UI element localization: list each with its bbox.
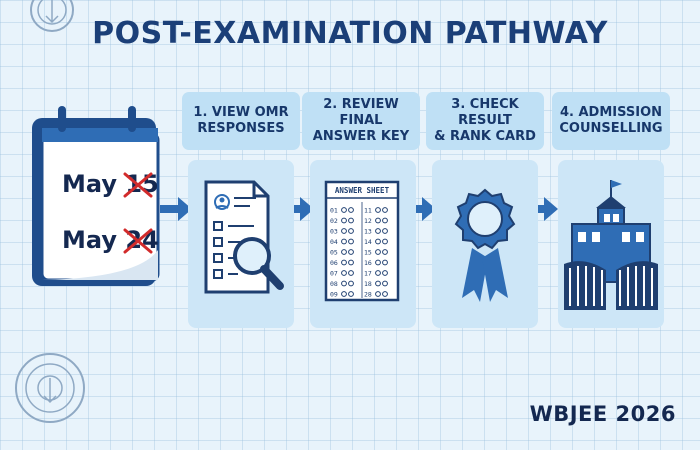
answer-sheet-icon: ANSWER SHEET 01 02 03 04 05 06 07 08 09 11 12 13 14 1…: [324, 180, 400, 302]
answer-bubble: [341, 291, 347, 297]
step-title-line: COUNSELLING: [559, 121, 663, 136]
month-label: May: [62, 170, 126, 198]
board-seal-icon: [30, 0, 74, 32]
revised-date-line: May 24: [62, 226, 182, 254]
step-title-line: 2. REVIEW FINAL: [323, 96, 399, 128]
step-card-result: [432, 160, 538, 328]
answer-bubble: [348, 259, 354, 266]
original-date-line: May 15: [62, 170, 182, 198]
answer-bubble: [382, 280, 388, 287]
step-title-line: & RANK CARD: [434, 129, 536, 145]
answer-bubble: [348, 280, 354, 287]
answer-bubble: [382, 228, 388, 234]
step-title-line: ANSWER KEY: [312, 129, 410, 145]
answer-bubble: [375, 249, 381, 255]
answer-bubble: [348, 249, 354, 255]
cancelled-date: 24: [123, 226, 159, 254]
answer-bubble: [382, 249, 388, 255]
cross-mark-icon: [123, 172, 153, 198]
answer-bubble: [375, 238, 381, 245]
question-number: 12: [364, 217, 372, 225]
question-number: 11: [364, 207, 372, 215]
answer-bubble: [348, 228, 354, 234]
answer-bubble: [382, 259, 388, 266]
question-number: 05: [330, 249, 338, 257]
cancelled-day: 24: [125, 226, 159, 254]
answer-bubble: [375, 291, 381, 297]
step-label-result: 3. CHECK RESULT& RANK CARD: [426, 92, 544, 150]
question-number: 14: [364, 238, 372, 246]
question-number: 09: [330, 291, 338, 299]
college-building-icon: [564, 180, 658, 310]
answer-bubble: [375, 207, 381, 213]
page-title: POST-EXAMINATION PATHWAY: [92, 16, 608, 51]
flow-arrow-icon: [404, 197, 436, 221]
question-number: 02: [330, 217, 338, 225]
question-number: 06: [330, 259, 338, 267]
answer-bubble: [382, 217, 388, 224]
board-seal-icon: [15, 353, 85, 423]
flow-arrow-icon: [282, 197, 314, 221]
month-label: May: [62, 226, 126, 254]
answer-bubble: [382, 291, 388, 297]
question-number: 28: [364, 291, 372, 299]
answer-bubble: [382, 238, 388, 245]
answer-bubble: [341, 270, 347, 276]
answer-bubble: [348, 217, 354, 224]
question-number: 01: [330, 207, 338, 215]
answer-bubble: [382, 270, 388, 276]
flow-arrow-icon: [160, 197, 192, 221]
question-number: 18: [364, 280, 372, 288]
answer-bubble: [375, 217, 381, 224]
answer-sheet-heading: ANSWER SHEET: [335, 186, 390, 195]
step-card-counselling: [558, 160, 664, 328]
cancelled-date: 15: [123, 170, 159, 198]
step-title-line: RESPONSES: [197, 121, 285, 136]
step-card-answer-key: ANSWER SHEET 01 02 03 04 05 06 07 08 09 11 12 13 14 1…: [310, 160, 416, 328]
step-card-view-omr: [188, 160, 294, 328]
answer-bubble: [348, 291, 354, 297]
answer-bubble: [375, 270, 381, 276]
answer-bubble: [341, 228, 347, 234]
exam-date-calendar: May 15 May 24: [28, 100, 160, 290]
question-number: 08: [330, 280, 338, 288]
answer-bubble: [341, 280, 347, 287]
question-number: 17: [364, 270, 372, 278]
question-number: 15: [364, 249, 372, 257]
step-title-line: 4. ADMISSION: [559, 104, 663, 120]
answer-bubble: [348, 238, 354, 245]
answer-bubble: [348, 207, 354, 213]
answer-bubble: [375, 259, 381, 266]
answer-bubble: [341, 207, 347, 213]
question-number: 07: [330, 270, 338, 278]
question-number: 16: [364, 259, 372, 267]
answer-bubble: [375, 228, 381, 234]
answer-bubble: [341, 249, 347, 255]
answer-bubble: [341, 217, 347, 224]
cross-mark-icon: [123, 228, 153, 254]
question-number: 03: [330, 228, 338, 236]
question-number: 04: [330, 238, 338, 246]
cancelled-day: 15: [125, 170, 159, 198]
step-title-line: 3. CHECK RESULT: [451, 96, 519, 128]
question-number: 13: [364, 228, 372, 236]
flow-arrow-icon: [526, 197, 558, 221]
rank-badge-icon: [454, 188, 516, 302]
omr-magnifier-icon: [204, 180, 284, 294]
answer-bubble: [341, 238, 347, 245]
step-title-line: 1. VIEW OMR: [193, 104, 289, 120]
answer-bubble: [375, 280, 381, 287]
exam-name-label: WBJEE 2026: [529, 402, 676, 426]
answer-bubble: [341, 259, 347, 266]
answer-bubble: [382, 207, 388, 213]
calendar-icon: [32, 106, 160, 286]
answer-bubble: [348, 270, 354, 276]
